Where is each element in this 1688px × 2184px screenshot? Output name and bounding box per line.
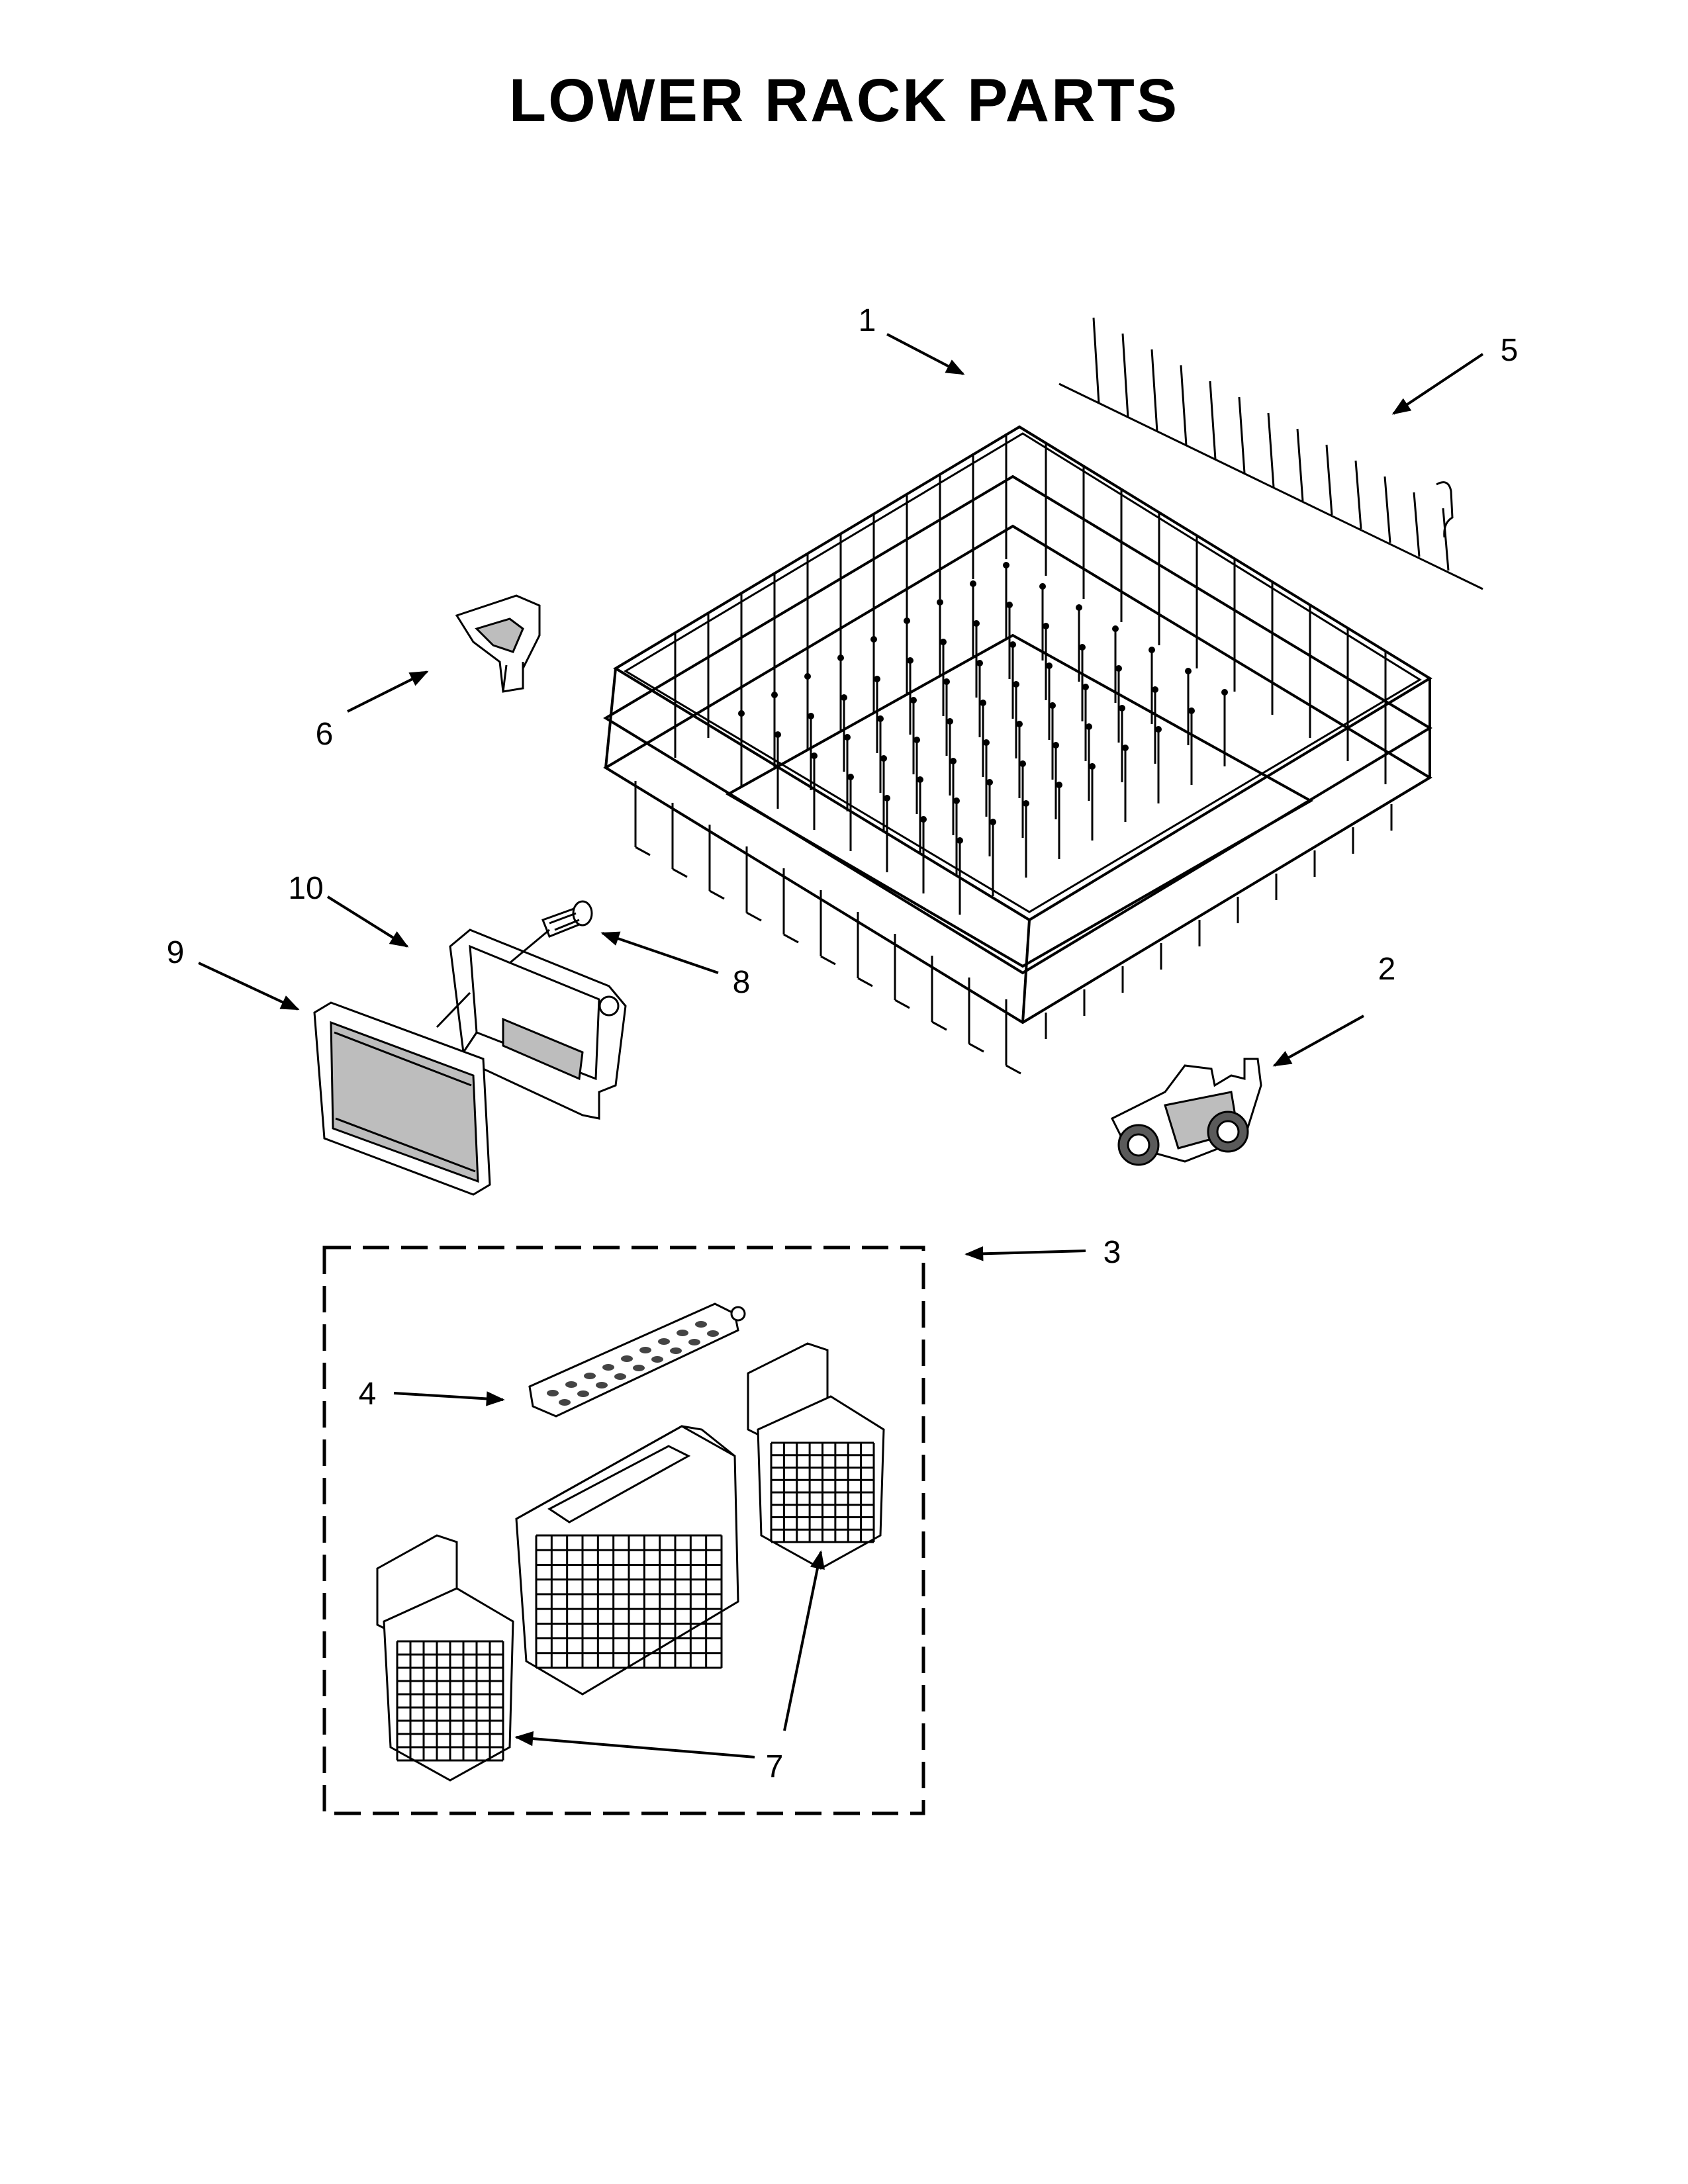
leader-3 [964, 1246, 1086, 1261]
callout-9: 9 [167, 935, 185, 970]
callout-7: 7 [766, 1749, 784, 1784]
callout-4: 4 [359, 1377, 377, 1412]
leader-10 [326, 895, 409, 948]
page-title: LOWER RACK PARTS [508, 67, 1180, 134]
part-7-side-basket-left [376, 1534, 514, 1782]
callout-2: 2 [1378, 952, 1396, 987]
part-10-handle-bracket [449, 929, 627, 1120]
part-3-assembly-boundary [322, 1246, 925, 1815]
part-5-tine-row [1058, 317, 1483, 590]
callout-3: 3 [1103, 1235, 1121, 1270]
part-9-rack-handle [313, 1001, 491, 1196]
leader-9 [198, 962, 300, 1011]
callout-5: 5 [1501, 333, 1519, 368]
part-3-center-basket [515, 1425, 739, 1696]
leader-5 [1391, 353, 1484, 415]
part-8-screw [541, 900, 593, 938]
leader-4 [393, 1391, 505, 1406]
leader-2 [1272, 1015, 1364, 1067]
callout-10: 10 [288, 871, 323, 906]
leader-1 [886, 333, 965, 375]
callout-labels: 1 2 3 4 5 6 7 8 9 10 [167, 303, 1519, 1784]
part-6-rack-clip [455, 594, 541, 693]
part-7-side-basket-right [747, 1342, 885, 1570]
leader-6 [347, 670, 429, 713]
part-4-basket-lid [528, 1302, 746, 1418]
leader-7b [783, 1550, 825, 1731]
callout-8: 8 [733, 965, 751, 1000]
part-1-lower-dish-rack [603, 425, 1432, 1075]
callout-6: 6 [316, 717, 334, 752]
leader-lines [198, 333, 1484, 1758]
part-2-rack-wheel-assembly [1110, 1058, 1262, 1166]
callout-1: 1 [859, 303, 876, 338]
leader-8 [600, 931, 719, 974]
leader-7a [514, 1731, 755, 1758]
